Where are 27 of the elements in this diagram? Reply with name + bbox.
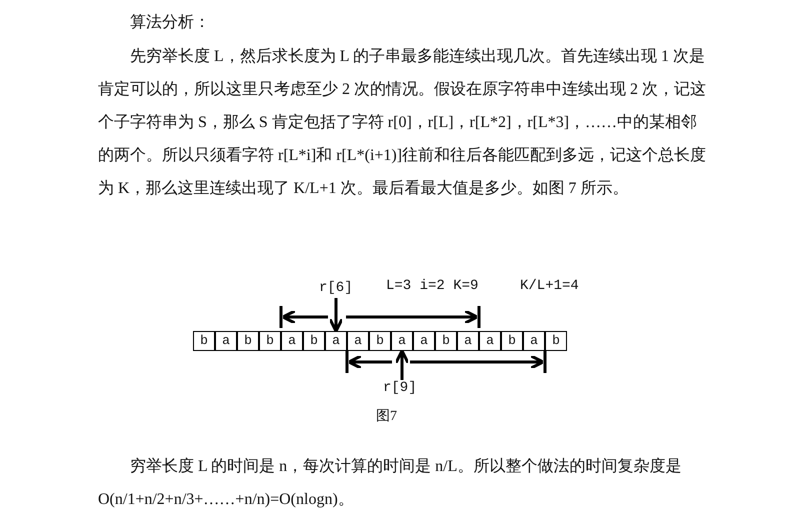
heading: 算法分析： [130, 12, 210, 33]
character-cell: a [457, 331, 479, 351]
figure-caption: 图7 [376, 408, 397, 426]
character-cell: a [281, 331, 303, 351]
parameter-label: L=3 i=2 K=9 [386, 278, 478, 294]
character-cell: a [347, 331, 369, 351]
character-cell: b [545, 331, 567, 351]
character-cell: a [413, 331, 435, 351]
character-cell: b [501, 331, 523, 351]
pointer-arrow [328, 298, 344, 333]
character-cell: b [193, 331, 215, 351]
index-label: r[9] [383, 380, 417, 396]
paragraph: 先穷举长度 L，然后求长度为 L 的子串最多能连续出现几次。首先连续出现 1 次是肯定可以的，所以这里只考虑至少 2 次的情况。假设在原字符串中连续出现 2 次，记这个子字符串为 S，那么 S 肯定包括了字符 r[0]，r[L]，r[L*2]，r[L*3]，……中的某相邻的两个。所以只须看字符 r[L*i]和 r[L*(i+1)]往前和往后各能匹配到多远，记这个总长度为 K，那么这里连续出现了 K/L+1 次。最后看最大值是多少。如图 7 所示。 [98, 46, 708, 199]
result-label: K/L+1=4 [520, 278, 579, 294]
character-cell: a [215, 331, 237, 351]
character-cell: a [391, 331, 413, 351]
character-cell: b [259, 331, 281, 351]
paragraph: 穷举长度 L 的时间是 n，每次计算的时间是 n/L。所以整个做法的时间复杂度是 O(n/1+n/2+n/3+……+n/n)=O(nlogn)。 [98, 456, 682, 510]
character-cell: b [369, 331, 391, 351]
character-cell: a [325, 331, 347, 351]
pointer-arrow [394, 349, 410, 380]
character-cell: a [523, 331, 545, 351]
character-cell: b [435, 331, 457, 351]
character-cell: b [303, 331, 325, 351]
character-cell: a [479, 331, 501, 351]
character-cell: b [237, 331, 259, 351]
index-label: r[6] [319, 280, 353, 296]
